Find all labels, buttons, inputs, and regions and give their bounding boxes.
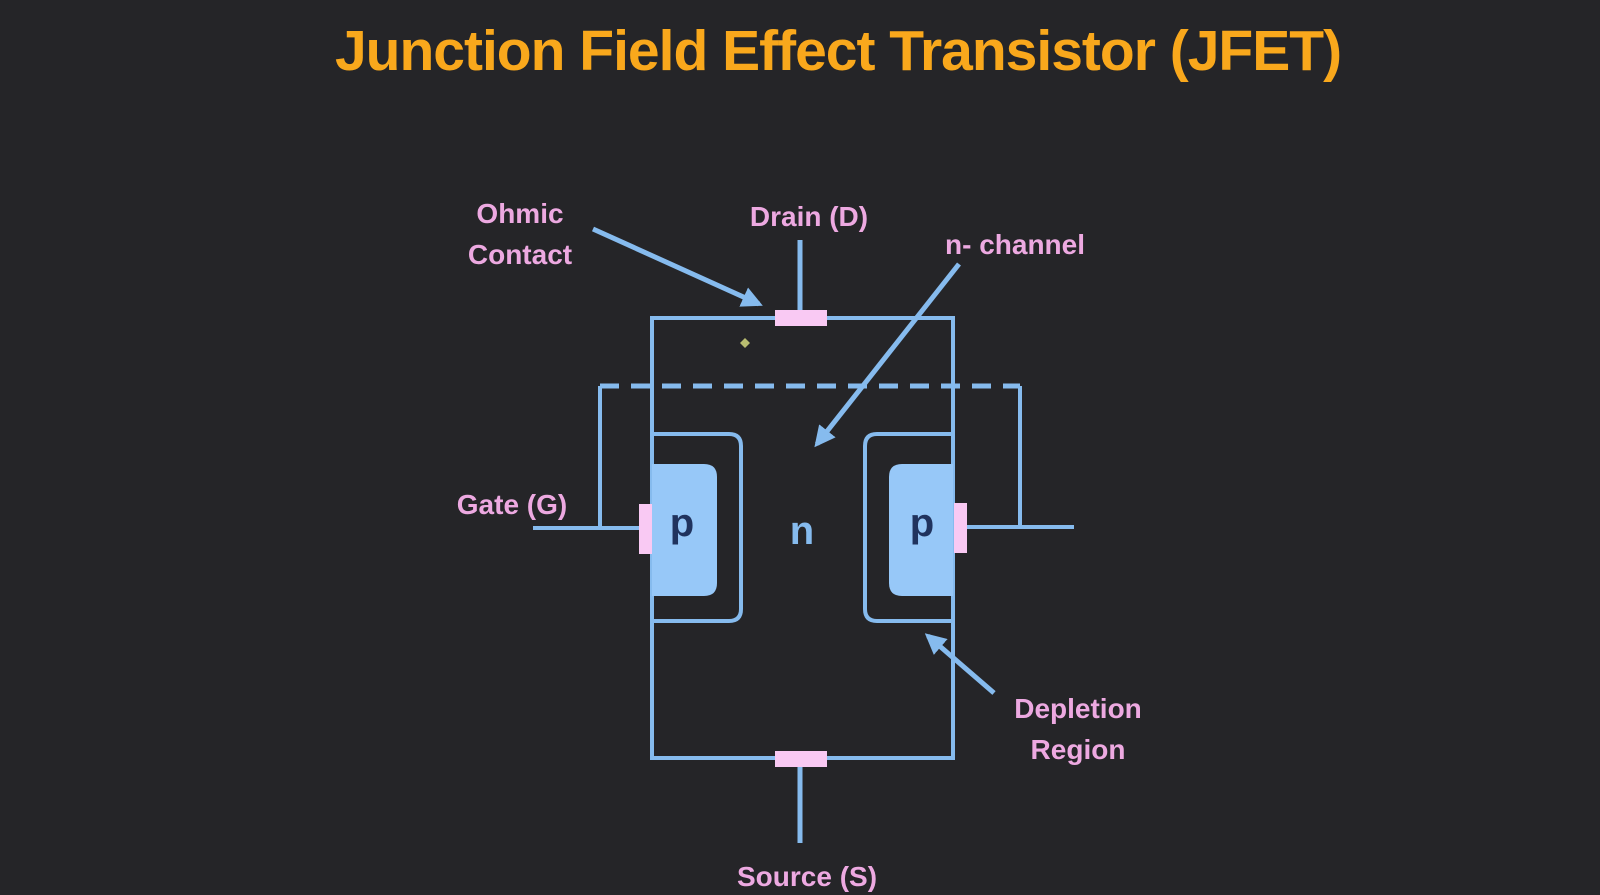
p-region-left-outline xyxy=(652,432,743,623)
n-label: n xyxy=(790,509,814,553)
p-label-right: p xyxy=(910,501,934,545)
drain-contact-bar xyxy=(775,310,827,326)
p-label-left: p xyxy=(670,501,694,545)
label-ohmic-contact: Ohmic Contact xyxy=(440,193,600,275)
page-title: Junction Field Effect Transistor (JFET) xyxy=(334,19,1342,83)
label-ohmic-contact-line1: Ohmic xyxy=(476,198,564,229)
label-drain: Drain (D) xyxy=(749,201,869,232)
label-depletion-region: Depletion Region xyxy=(998,688,1158,770)
label-ohmic-contact-line2: Contact xyxy=(467,239,573,270)
p-region-right-fill xyxy=(889,464,953,596)
p-region-right-outline xyxy=(863,432,953,623)
depletion-region-arrow xyxy=(924,633,996,695)
source-contact-bar xyxy=(775,751,827,767)
gate-contact-left-bar xyxy=(639,504,652,554)
cursor-dot xyxy=(740,338,750,348)
label-depletion-region-line1: Depletion xyxy=(1014,693,1142,724)
gate-contact-right-bar xyxy=(954,503,967,553)
label-source: Source (S) xyxy=(736,861,878,892)
label-n-channel: n- channel xyxy=(944,229,1085,260)
n-channel-arrow xyxy=(814,262,961,448)
label-depletion-region-line2: Region xyxy=(1030,734,1126,765)
ohmic-contact-arrow xyxy=(591,226,763,307)
label-gate: Gate (G) xyxy=(456,489,568,520)
p-region-left-fill xyxy=(652,464,717,596)
